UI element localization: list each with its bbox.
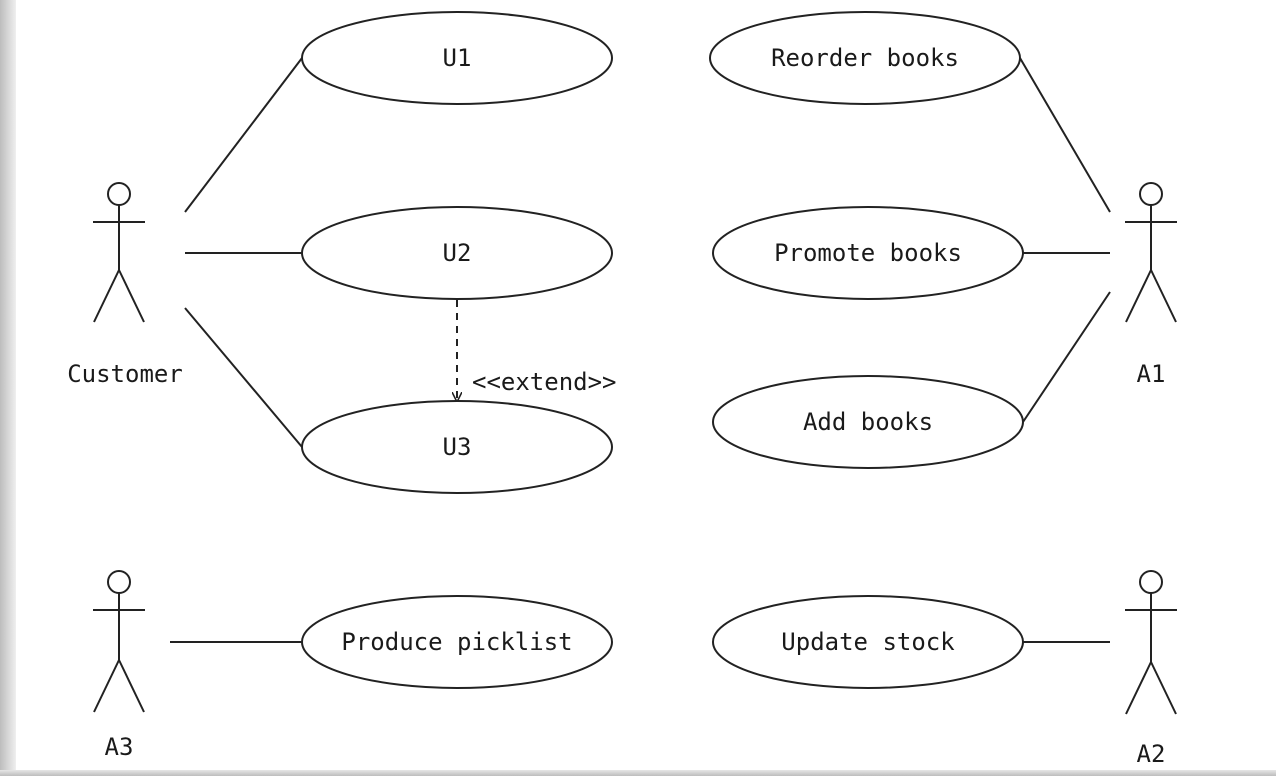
use-case-u3[interactable]: U3: [301, 400, 613, 494]
use-case-add-books[interactable]: Add books: [712, 375, 1024, 469]
use-case-update-stock-ellipse: [712, 595, 1024, 689]
actor-a3[interactable]: A3: [93, 570, 145, 761]
use-case-promote-books-label: Promote books: [774, 239, 962, 267]
use-case-u1-label: U1: [443, 44, 472, 72]
use-case-u1-ellipse: [301, 11, 613, 105]
use-case-u2[interactable]: U2: [301, 206, 613, 300]
window-frame-left: [0, 0, 16, 776]
actor-customer[interactable]: Customer: [67, 182, 183, 388]
window-frame-bottom: [0, 770, 1276, 776]
use-case-promote-books-ellipse: [712, 206, 1024, 300]
use-case-produce-picklist-ellipse: [301, 595, 613, 689]
actor-a1[interactable]: A1: [1125, 182, 1177, 388]
stick-figure-icon: [1125, 182, 1177, 323]
use-case-update-stock[interactable]: Update stock: [712, 595, 1024, 689]
stick-figure-icon: [93, 182, 145, 323]
associations: [170, 57, 1111, 643]
use-case-promote-books[interactable]: Promote books: [712, 206, 1024, 300]
use-case-produce-picklist[interactable]: Produce picklist: [301, 595, 613, 689]
use-case-u2-label: U2: [443, 239, 472, 267]
extend-label: <<extend>>: [472, 368, 617, 396]
association-customer-u1: [184, 57, 303, 213]
association-a1-reorder: [1019, 57, 1111, 213]
use-case-produce-picklist-label: Produce picklist: [341, 628, 572, 656]
association-customer-u3: [184, 307, 303, 448]
use-case-u1[interactable]: U1: [301, 11, 613, 105]
use-case-u3-ellipse: [301, 400, 613, 494]
use-case-reorder-books-ellipse: [709, 11, 1021, 105]
actor-customer-label: Customer: [67, 360, 183, 388]
stick-figure-icon: [1125, 570, 1177, 715]
use-case-u2-ellipse: [301, 206, 613, 300]
use-case-add-books-label: Add books: [803, 408, 933, 436]
association-a1-add: [1022, 291, 1111, 423]
use-case-reorder-books[interactable]: Reorder books: [709, 11, 1021, 105]
actor-a2-label: A2: [1137, 740, 1166, 768]
use-case-add-books-ellipse: [712, 375, 1024, 469]
actor-a1-label: A1: [1137, 360, 1166, 388]
stick-figure-icon: [93, 570, 145, 713]
actor-a2[interactable]: A2: [1125, 570, 1177, 768]
use-case-reorder-books-label: Reorder books: [771, 44, 959, 72]
use-case-u3-label: U3: [443, 433, 472, 461]
actor-a3-label: A3: [105, 733, 134, 761]
use-case-update-stock-label: Update stock: [781, 628, 955, 656]
